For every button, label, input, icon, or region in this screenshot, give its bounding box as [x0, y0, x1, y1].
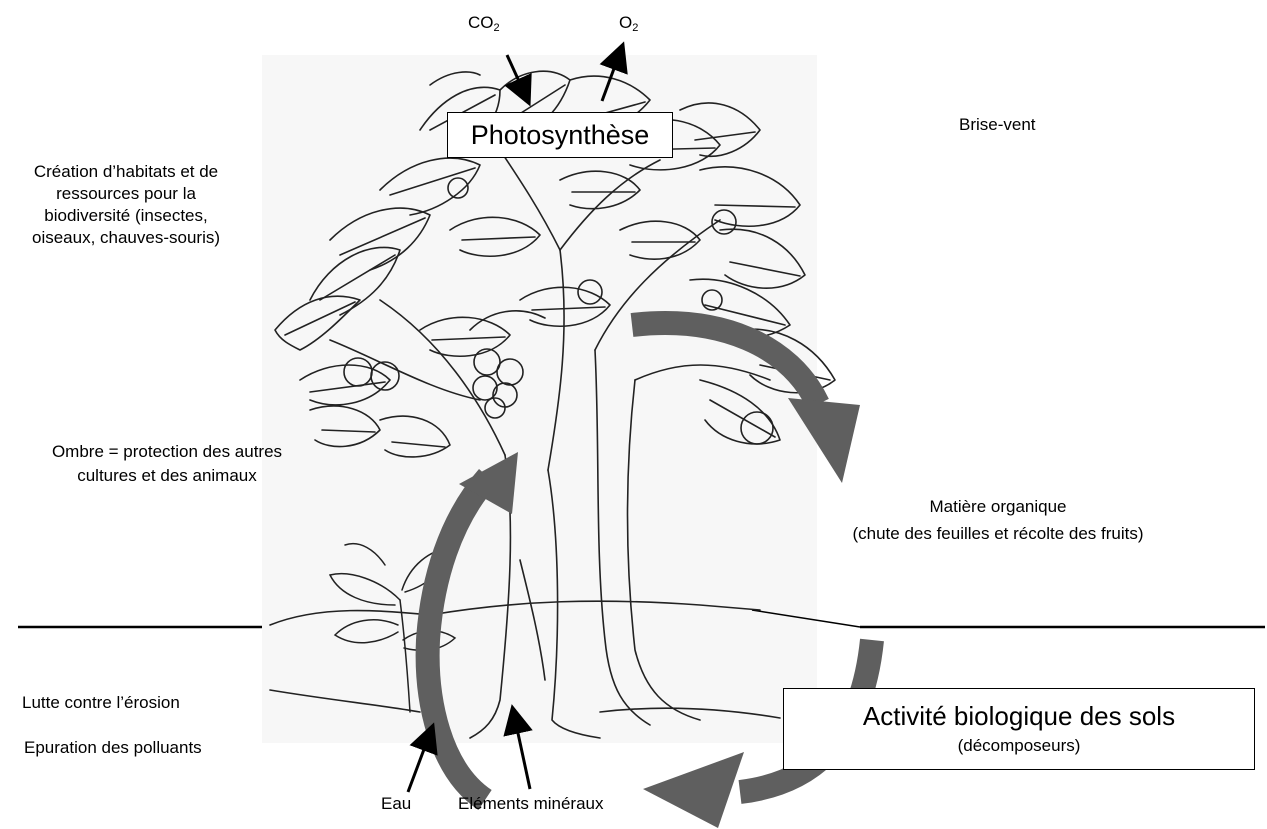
photosynthese-box: Photosynthèse — [447, 112, 673, 158]
co2-label: CO2 — [468, 12, 500, 39]
o2-label: O2 — [619, 12, 638, 39]
soil-activity-title: Activité biologique des sols — [784, 701, 1254, 731]
brise-vent-label: Brise-vent — [959, 114, 1036, 135]
erosion-label: Lutte contre l’érosion — [22, 692, 180, 713]
habitat-label: Création d’habitats et de ressources pou… — [4, 161, 248, 249]
soil-activity-box: Activité biologique des sols (décomposeu… — [783, 688, 1255, 770]
matiere-title: Matière organique — [813, 496, 1183, 517]
matiere-detail: (chute des feuilles et récolte des fruit… — [813, 523, 1183, 544]
ombre-line-1: Ombre = protection des autres — [25, 440, 309, 464]
matiere-organique-label: Matière organique (chute des feuilles et… — [813, 496, 1183, 544]
ombre-label: Ombre = protection des autres cultures e… — [25, 440, 309, 488]
eau-label: Eau — [381, 793, 411, 814]
habitat-line-1: Création d’habitats et de — [4, 161, 248, 183]
mineraux-label: Eléments minéraux — [458, 793, 604, 814]
photosynthese-label: Photosynthèse — [471, 120, 650, 150]
ombre-line-2: cultures et des animaux — [25, 464, 309, 488]
soil-activity-subtitle: (décomposeurs) — [784, 735, 1254, 757]
habitat-line-4: oiseaux, chauves-souris) — [4, 227, 248, 249]
habitat-line-3: biodiversité (insectes, — [4, 205, 248, 227]
epuration-label: Epuration des polluants — [24, 737, 202, 758]
habitat-line-2: ressources pour la — [4, 183, 248, 205]
